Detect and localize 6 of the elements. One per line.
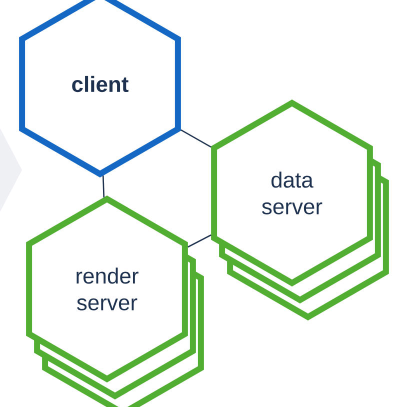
connector-line (188, 234, 212, 248)
connector-line (102, 176, 105, 198)
hexagon: client (19, 0, 181, 178)
connector-line (180, 129, 212, 148)
node-label: data server (262, 172, 322, 214)
node-label: render server (76, 268, 138, 310)
